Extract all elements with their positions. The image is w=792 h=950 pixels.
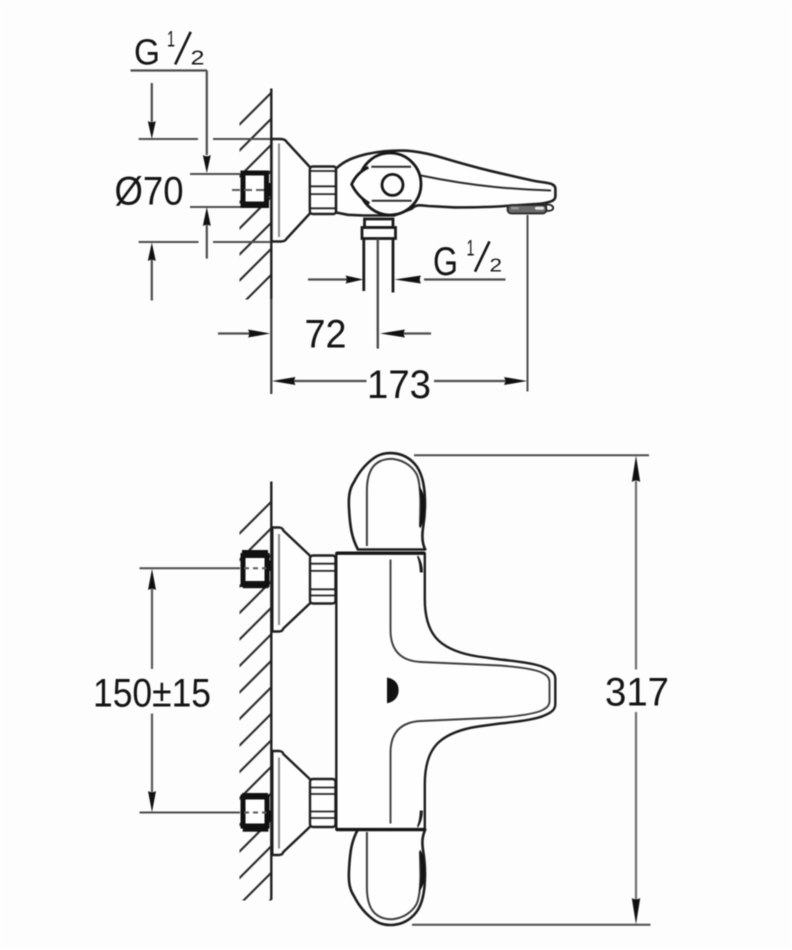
svg-text:2: 2	[191, 47, 205, 69]
svg-text:317: 317	[605, 671, 669, 715]
svg-text:72: 72	[305, 313, 347, 357]
svg-text:1: 1	[167, 26, 175, 51]
svg-text:G: G	[134, 32, 160, 73]
svg-text:1: 1	[467, 235, 475, 260]
svg-text:G: G	[433, 240, 458, 284]
svg-text:Ø70: Ø70	[115, 170, 184, 214]
svg-text:150±15: 150±15	[93, 672, 211, 716]
svg-text:2: 2	[490, 256, 503, 276]
svg-text:173: 173	[367, 363, 431, 407]
